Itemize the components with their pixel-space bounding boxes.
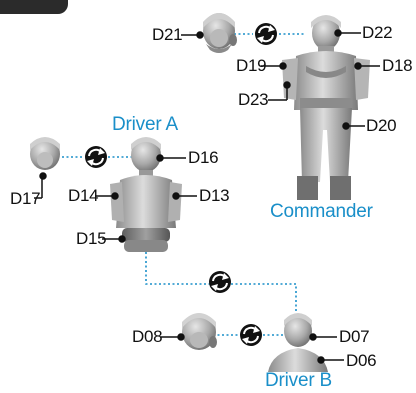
helmet-head-d08 — [182, 313, 217, 350]
driver-b-figure — [268, 313, 328, 372]
group-label-commander: Commander — [270, 201, 373, 222]
group-label-driver-b: Driver B — [265, 370, 333, 391]
part-label-d17: D17 — [10, 189, 41, 208]
head-swap-icon — [209, 271, 231, 293]
group-label-driver-a: Driver A — [112, 114, 178, 135]
head-swap-icon — [85, 146, 107, 168]
part-label-d08: D08 — [132, 327, 163, 346]
connector-lines — [62, 33, 306, 336]
part-label-d20: D20 — [366, 116, 397, 135]
leader-lines — [34, 29, 380, 364]
part-label-d13: D13 — [199, 186, 230, 205]
part-label-d18: D18 — [382, 56, 413, 75]
part-label-d22: D22 — [362, 23, 393, 42]
head-swap-icon — [255, 23, 277, 45]
part-label-d07: D07 — [339, 327, 370, 346]
part-label-d23: D23 — [238, 90, 269, 109]
helmet-head-d21 — [203, 13, 237, 53]
head-swap-icon — [240, 324, 262, 346]
part-label-d19: D19 — [236, 56, 267, 75]
corner-tab — [0, 0, 68, 14]
driver-a-figure — [110, 137, 182, 252]
part-label-d06: D06 — [346, 351, 377, 370]
head-d17 — [30, 137, 60, 170]
part-label-d15: D15 — [76, 229, 107, 248]
part-label-d16: D16 — [188, 148, 219, 167]
commander-figure — [282, 15, 370, 200]
part-label-d14: D14 — [68, 186, 99, 205]
part-label-d21: D21 — [152, 25, 183, 44]
